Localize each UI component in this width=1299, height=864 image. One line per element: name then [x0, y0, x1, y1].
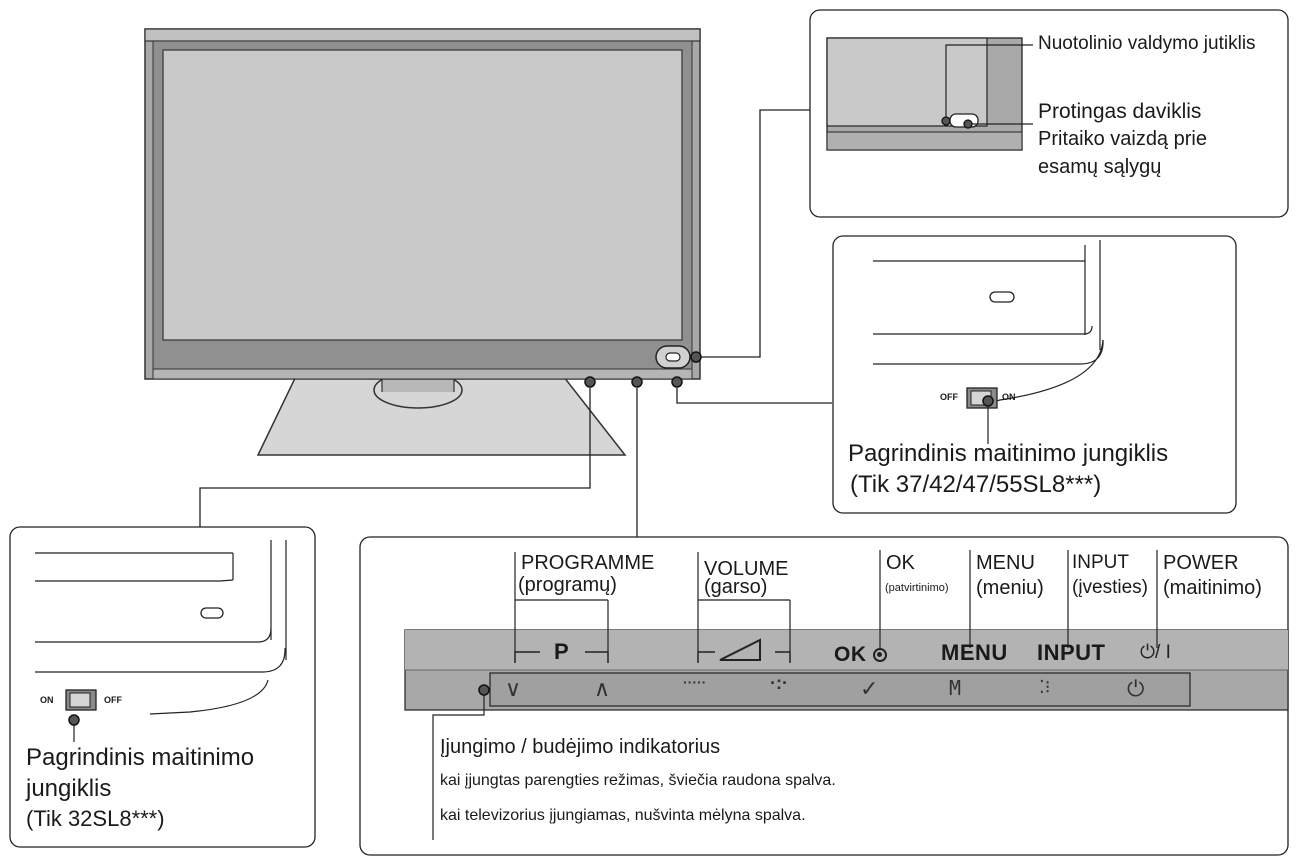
indicator-line-2: kai televizorius įjungiamas, nušvinta mė… — [440, 807, 806, 824]
ok-button-icon — [873, 648, 887, 662]
right-switch-box — [832, 235, 1237, 514]
ok-touch-icon: ✓ — [860, 676, 879, 701]
volume-down-icon: ····· — [683, 674, 707, 690]
input-touch-icon: ⁚⁝ — [1039, 677, 1051, 697]
menu-label: MENU — [976, 552, 1035, 574]
leader-lines — [199, 109, 832, 537]
menu-touch-icon: M — [949, 676, 962, 700]
main-power-switch-left-title-2: jungiklis — [26, 775, 112, 802]
main-power-switch-left-models: (Tik 32SL8***) — [26, 806, 165, 831]
main-power-switch-left-title-1: Pagrindinis maitinimo — [26, 744, 255, 771]
intelligent-sensor-title: Protingas daviklis — [1038, 100, 1202, 123]
volume-label: VOLUME — [704, 558, 789, 580]
indicator-line-1: kai įjungtas parengties režimas, šviečia… — [440, 772, 836, 789]
ok-lt-label: (patvirtinimo) — [885, 582, 949, 594]
intelligent-sensor-desc-1: Pritaiko vaizdą prie — [1038, 128, 1207, 150]
remote-sensor-label: Nuotolinio valdymo jutiklis — [1038, 33, 1256, 54]
power-lt-label: (maitinimo) — [1163, 577, 1262, 599]
tv-sensor-housing — [655, 345, 691, 369]
intelligent-sensor-desc-2: esamų sąlygų — [1038, 156, 1162, 178]
sensor-callout-box — [809, 9, 1289, 218]
input-lt-label: (įvesties) — [1072, 577, 1149, 598]
input-button-label[interactable]: INPUT — [1037, 640, 1106, 665]
volume-lt-label: (garso) — [704, 576, 768, 598]
indicator-title: Įjungimo / budėjimo indikatorius — [440, 736, 721, 758]
power-touch-icon: ⏻ — [1127, 676, 1145, 701]
main-power-switch-right-models: (Tik 37/42/47/55SL8***) — [850, 471, 1102, 498]
left-switch-off-label: OFF — [104, 695, 122, 705]
programme-up-icon: ∧ — [594, 676, 611, 701]
tv-frame — [144, 28, 701, 380]
main-power-switch-right-title: Pagrindinis maitinimo jungiklis — [848, 440, 1169, 467]
ok-label: OK — [886, 552, 915, 574]
tv-callout-dots — [584, 351, 702, 388]
ok-button-label[interactable]: OK — [834, 643, 867, 666]
menu-lt-label: (meniu) — [976, 577, 1044, 599]
menu-button-label[interactable]: MENU — [941, 640, 1008, 665]
left-switch-box — [9, 526, 316, 848]
right-switch-off-label: OFF — [940, 392, 958, 402]
power-button-label[interactable]: ⏻/ I — [1140, 642, 1171, 663]
volume-up-icon: ·:· — [770, 673, 788, 693]
programme-lt-label: (programų) — [518, 574, 617, 596]
programme-down-icon: ∨ — [505, 676, 522, 701]
control-panel-box — [359, 536, 1289, 856]
programme-label: PROGRAMME — [521, 552, 655, 574]
left-switch-on-label: ON — [40, 695, 54, 705]
power-label: POWER — [1163, 552, 1239, 574]
input-label: INPUT — [1072, 552, 1129, 573]
right-switch-on-label: ON — [1002, 392, 1016, 402]
programme-button-label[interactable]: P — [554, 639, 570, 664]
